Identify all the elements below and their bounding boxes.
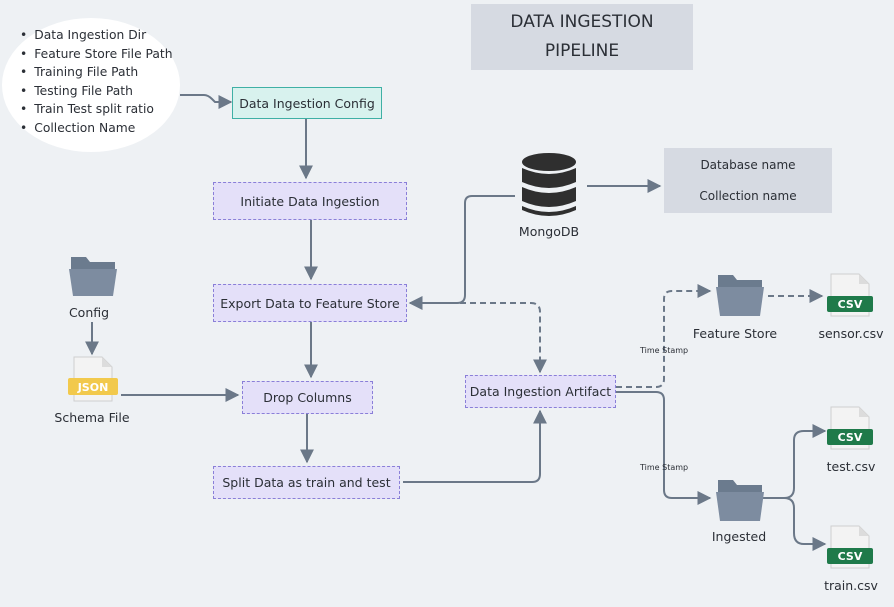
node-data-ingestion-config: Data Ingestion Config	[232, 87, 382, 119]
schema-file-label: Schema File	[54, 410, 130, 425]
csv-file-icon: CSV	[827, 273, 873, 317]
title-line-2: PIPELINE	[544, 41, 620, 61]
time-stamp-label-feature-store: Time Stamp	[640, 346, 689, 355]
folder-icon	[716, 275, 764, 316]
edge-mongodb-to-export	[408, 195, 515, 310]
node-drop-columns: Drop Columns	[242, 381, 373, 414]
config-params-bubble: Data Ingestion Dir Feature Store File Pa…	[2, 18, 180, 152]
config-param-item: Testing File Path	[20, 82, 173, 101]
config-folder-label: Config	[68, 305, 110, 320]
config-param-item: Train Test split ratio	[20, 100, 173, 119]
config-param-item: Data Ingestion Dir	[20, 26, 173, 45]
ingested-label: Ingested	[711, 529, 767, 544]
mongodb-label: MongoDB	[518, 224, 580, 239]
config-param-item: Feature Store File Path	[20, 45, 172, 64]
csv-badge: CSV	[838, 298, 863, 311]
edge-ingested-to-test	[763, 424, 827, 499]
db-info-box: Database name Collection name	[664, 148, 832, 213]
csv-badge: CSV	[838, 550, 863, 563]
config-param-item: Training File Path	[20, 63, 173, 82]
config-param-item: Collection Name	[20, 119, 173, 138]
test-csv-label: test.csv	[826, 459, 876, 474]
csv-badge: CSV	[838, 431, 863, 444]
database-icon	[522, 153, 576, 216]
collection-name-label: Collection name	[699, 189, 797, 203]
edge-ingested-to-train	[763, 497, 827, 551]
folder-icon	[716, 480, 764, 521]
csv-file-icon: CSV	[827, 525, 873, 569]
edge-artifact-to-featurestore	[616, 284, 712, 388]
train-csv-label: train.csv	[824, 578, 878, 593]
node-data-ingestion-artifact: Data Ingestion Artifact	[465, 375, 616, 408]
edge-split-to-artifact	[403, 409, 547, 483]
edge-artifact-to-ingested	[616, 391, 712, 505]
config-params-list: Data Ingestion Dir Feature Store File Pa…	[20, 26, 173, 138]
sensor-csv-label: sensor.csv	[818, 326, 884, 341]
database-name-label: Database name	[700, 158, 796, 172]
edge-export-to-artifact	[410, 302, 547, 374]
folder-icon	[69, 257, 117, 296]
node-export-to-feature-store: Export Data to Feature Store	[213, 284, 407, 322]
diagram-title: DATA INGESTION PIPELINE	[471, 4, 693, 70]
edge-bubble-to-config	[180, 94, 233, 109]
csv-file-icon: CSV	[827, 406, 873, 450]
json-file-icon: JSON	[68, 356, 118, 402]
title-line-1: DATA INGESTION	[510, 12, 654, 32]
node-split-data: Split Data as train and test	[213, 466, 400, 499]
node-initiate-data-ingestion: Initiate Data Ingestion	[213, 182, 407, 220]
feature-store-label: Feature Store	[692, 326, 778, 341]
json-badge: JSON	[77, 381, 109, 394]
time-stamp-label-ingested: Time Stamp	[640, 463, 689, 472]
